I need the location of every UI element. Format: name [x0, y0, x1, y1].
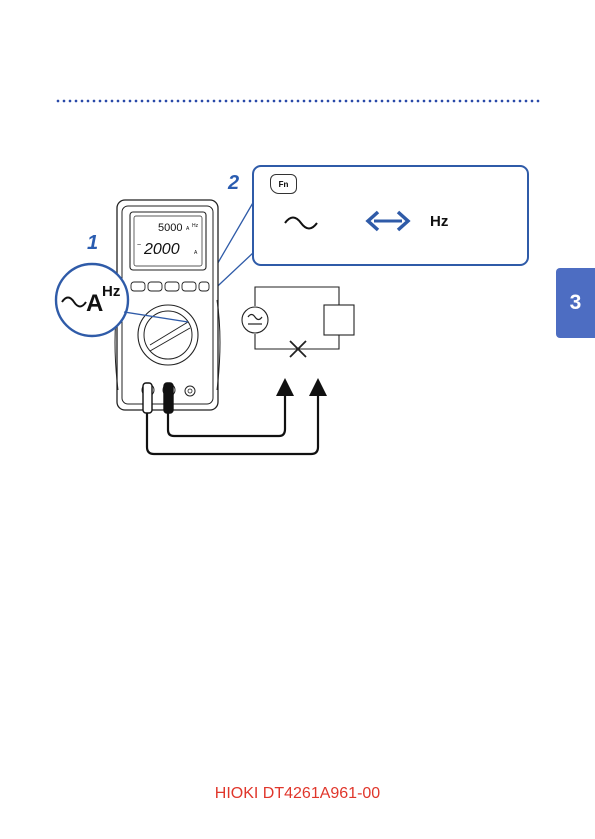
step-number-2: 2 [228, 172, 239, 195]
double-arrow-icon [368, 212, 408, 230]
lens-unit: A [86, 290, 103, 317]
svg-text:~: ~ [137, 242, 141, 249]
svg-text:Hz: Hz [192, 223, 199, 229]
document-footer: HIOKI DT4261A961-00 [0, 785, 595, 803]
callout-panel: Fn Hz [252, 165, 529, 266]
ac-wave-icon [285, 218, 317, 229]
multimeter-body: 5000 A Hz ~ 2000 A [115, 200, 220, 410]
lcd-sub-value: 5000 [158, 222, 182, 234]
hz-label: Hz [430, 213, 448, 230]
ac-source-icon [242, 307, 268, 333]
arrow-up-icon [309, 378, 327, 396]
test-leads [143, 378, 327, 454]
arrow-up-icon [276, 378, 294, 396]
step-number-1: 1 [87, 232, 98, 255]
load-box [324, 305, 354, 335]
circuit-diagram [242, 287, 354, 357]
chapter-tab[interactable]: 3 [556, 268, 595, 338]
lens-superscript: Hz [102, 283, 120, 300]
lcd-main-value: 2000 [143, 241, 180, 258]
